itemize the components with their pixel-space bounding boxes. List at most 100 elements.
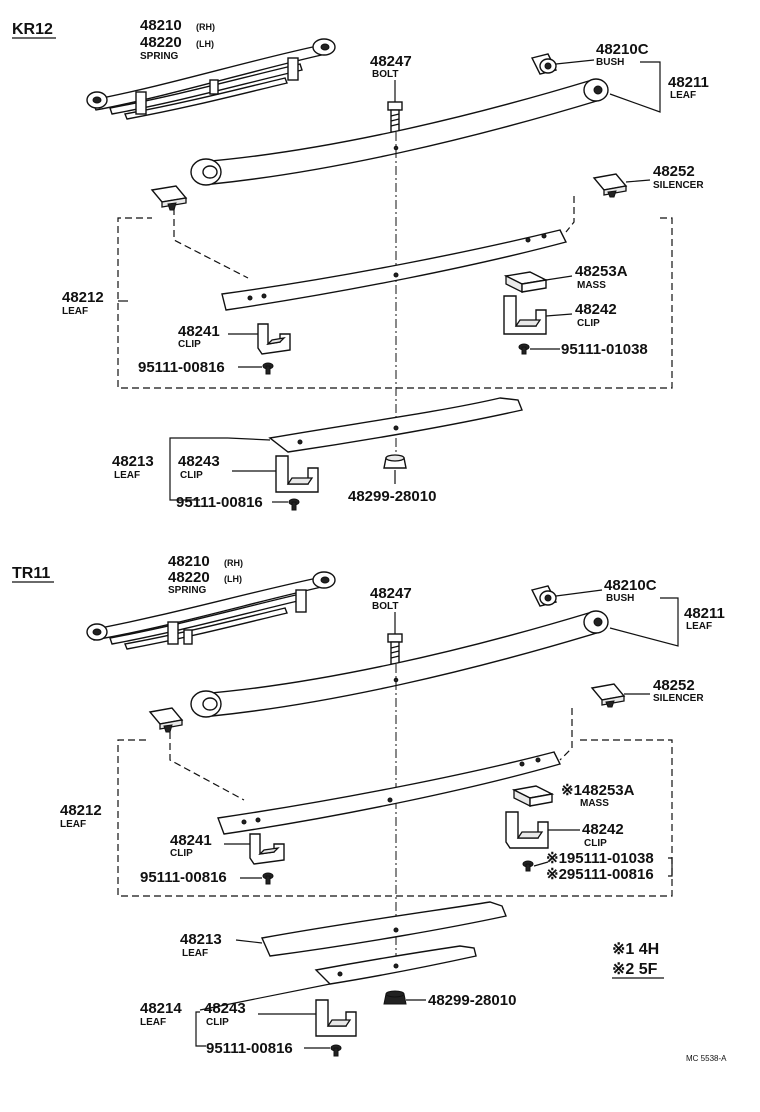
tr11-silencer-name: SILENCER — [653, 693, 704, 704]
kr12-spring-lh-suffix: (LH) — [196, 39, 214, 49]
tr11-spring-rh-suffix: (RH) — [224, 558, 243, 568]
kr12-second-leaf-name: LEAF — [62, 306, 88, 317]
kr12-third-leaf-name: LEAF — [114, 470, 140, 481]
kr12-third-leaf-leader — [227, 437, 271, 441]
tr11-silencer-right-path — [559, 708, 573, 761]
tr11-mass-name: MASS — [580, 798, 609, 809]
kr12-assembled-spring — [86, 38, 336, 120]
tr11-bolt — [387, 612, 403, 665]
tr11-third-leaf-number: 48213 — [180, 931, 222, 948]
tr11-rivet-right-number-1: ※195111-01038 — [546, 850, 654, 867]
kr12-third-leaf-bracket — [169, 437, 228, 501]
tr11-leaf-group-box — [117, 739, 673, 897]
tr11-silencer-number: 48252 — [653, 677, 695, 694]
tr11-fourth-leaf-bracket — [195, 1011, 206, 1047]
kr12-rivet-bottom — [288, 498, 300, 511]
tr11-rivet-right-number-2: ※295111-00816 — [546, 866, 654, 883]
kr12-bolt-name: BOLT — [372, 69, 398, 80]
note-2: ※2 5F — [612, 961, 658, 978]
tr11-clip-bottom-number: 48243 — [204, 1000, 246, 1017]
tr11-assembled-spring — [86, 571, 336, 650]
tr11-fourth-leaf — [314, 945, 477, 985]
tr11-rivet-right — [522, 860, 534, 872]
kr12-clip-bottom — [275, 455, 319, 493]
kr12-rivet-left — [262, 362, 274, 375]
tr11-nut-number: 48299-28010 — [428, 992, 516, 1009]
tr11-bolt-number: 48247 — [370, 585, 412, 602]
kr12-silencer-leader — [625, 179, 651, 183]
tr11-clip-right-number: 48242 — [582, 821, 624, 838]
kr12-clip-right-name: CLIP — [577, 318, 600, 329]
kr12-main-leaf-bracket — [609, 61, 661, 113]
kr12-third-leaf — [268, 397, 523, 453]
kr12-bush — [530, 53, 595, 75]
tr11-mass-number: ※148253A — [561, 782, 635, 799]
kr12-third-leaf-number: 48213 — [112, 453, 154, 470]
tr11-spring-lh-suffix: (LH) — [224, 574, 242, 584]
kr12-rivet-left-number: 95111-00816 — [138, 359, 225, 376]
tr11-clip-left — [249, 833, 285, 865]
tr11-main-leaf-bracket — [609, 597, 679, 647]
kr12-rivet-bottom-number: 95111-00816 — [176, 494, 263, 511]
kr12-spring-rh-suffix: (RH) — [196, 22, 215, 32]
tr11-bush — [530, 585, 603, 607]
kr12-silencer-left-path — [173, 208, 249, 279]
kr12-second-leaf-number: 48212 — [62, 289, 104, 306]
tr11-fourth-leaf-leader — [199, 983, 331, 1011]
tr11-spring-name: SPRING — [168, 585, 207, 596]
kr12-mass-number: 48253A — [575, 263, 628, 280]
tr11-bolt-name: BOLT — [372, 601, 398, 612]
tr11-third-leaf — [260, 901, 507, 957]
kr12-clip-right — [503, 295, 547, 335]
tr11-second-leaf-number: 48212 — [60, 802, 102, 819]
kr12-spring-name: SPRING — [140, 51, 179, 62]
kr12-silencer-name: SILENCER — [653, 180, 704, 191]
tr11-fourth-leaf-number: 48214 — [140, 1000, 182, 1017]
kr12-spring-rh-number: 48210 — [140, 17, 182, 34]
kr12-silencer-right — [592, 173, 628, 198]
kr12-bush-number: 48210C — [596, 41, 649, 58]
tr11-section-title: TR11 — [12, 565, 50, 582]
kr12-main-leaf-name: LEAF — [670, 90, 696, 101]
tr11-clip-left-number: 48241 — [170, 832, 212, 849]
kr12-silencer-number: 48252 — [653, 163, 695, 180]
kr12-clip-right-number: 48242 — [575, 301, 617, 318]
tr11-rivet-right-leader — [533, 861, 549, 867]
kr12-silencer-left — [150, 185, 188, 211]
tr11-mass — [511, 785, 555, 808]
kr12-silencer-right-path — [565, 196, 575, 233]
tr11-bush-name: BUSH — [606, 593, 634, 604]
kr12-section: KR12 48210 (RH) 48220 (LH) SPRING — [12, 17, 709, 511]
tr11-spring-rh-number: 48210 — [168, 553, 210, 570]
kr12-clip-left-number: 48241 — [178, 323, 220, 340]
tr11-rivet-bottom-number: 95111-00816 — [206, 1040, 293, 1057]
tr11-bush-number: 48210C — [604, 577, 657, 594]
kr12-main-leaf — [190, 78, 609, 186]
tr11-rivet-right-bracket — [668, 857, 673, 877]
kr12-bush-name: BUSH — [596, 57, 624, 68]
tr11-silencer-left — [148, 707, 184, 733]
tr11-second-leaf — [217, 751, 562, 835]
tr11-main-leaf-name: LEAF — [686, 621, 712, 632]
kr12-rivet-right — [518, 343, 530, 355]
kr12-mass-leader — [545, 275, 573, 281]
tr11-rivet-left-number: 95111-00816 — [140, 869, 227, 886]
tr11-third-leaf-name: LEAF — [182, 948, 208, 959]
tr11-main-leaf-number: 48211 — [684, 605, 725, 622]
kr12-bolt-number: 48247 — [370, 53, 412, 70]
tr11-clip-bottom-name: CLIP — [206, 1017, 229, 1028]
kr12-main-leaf-number: 48211 — [668, 74, 709, 91]
kr12-spring-lh-number: 48220 — [140, 34, 182, 51]
tr11-silencer-left-path — [169, 732, 245, 801]
tr11-main-leaf — [190, 610, 609, 718]
kr12-bolt — [387, 80, 403, 133]
tr11-spring-lh-number: 48220 — [168, 569, 210, 586]
kr12-nut — [383, 454, 407, 484]
kr12-clip-right-leader — [545, 313, 573, 317]
kr12-mass — [503, 271, 549, 294]
kr12-clip-left-name: CLIP — [178, 339, 201, 350]
tr11-clip-left-name: CLIP — [170, 848, 193, 859]
kr12-clip-left — [257, 323, 291, 355]
